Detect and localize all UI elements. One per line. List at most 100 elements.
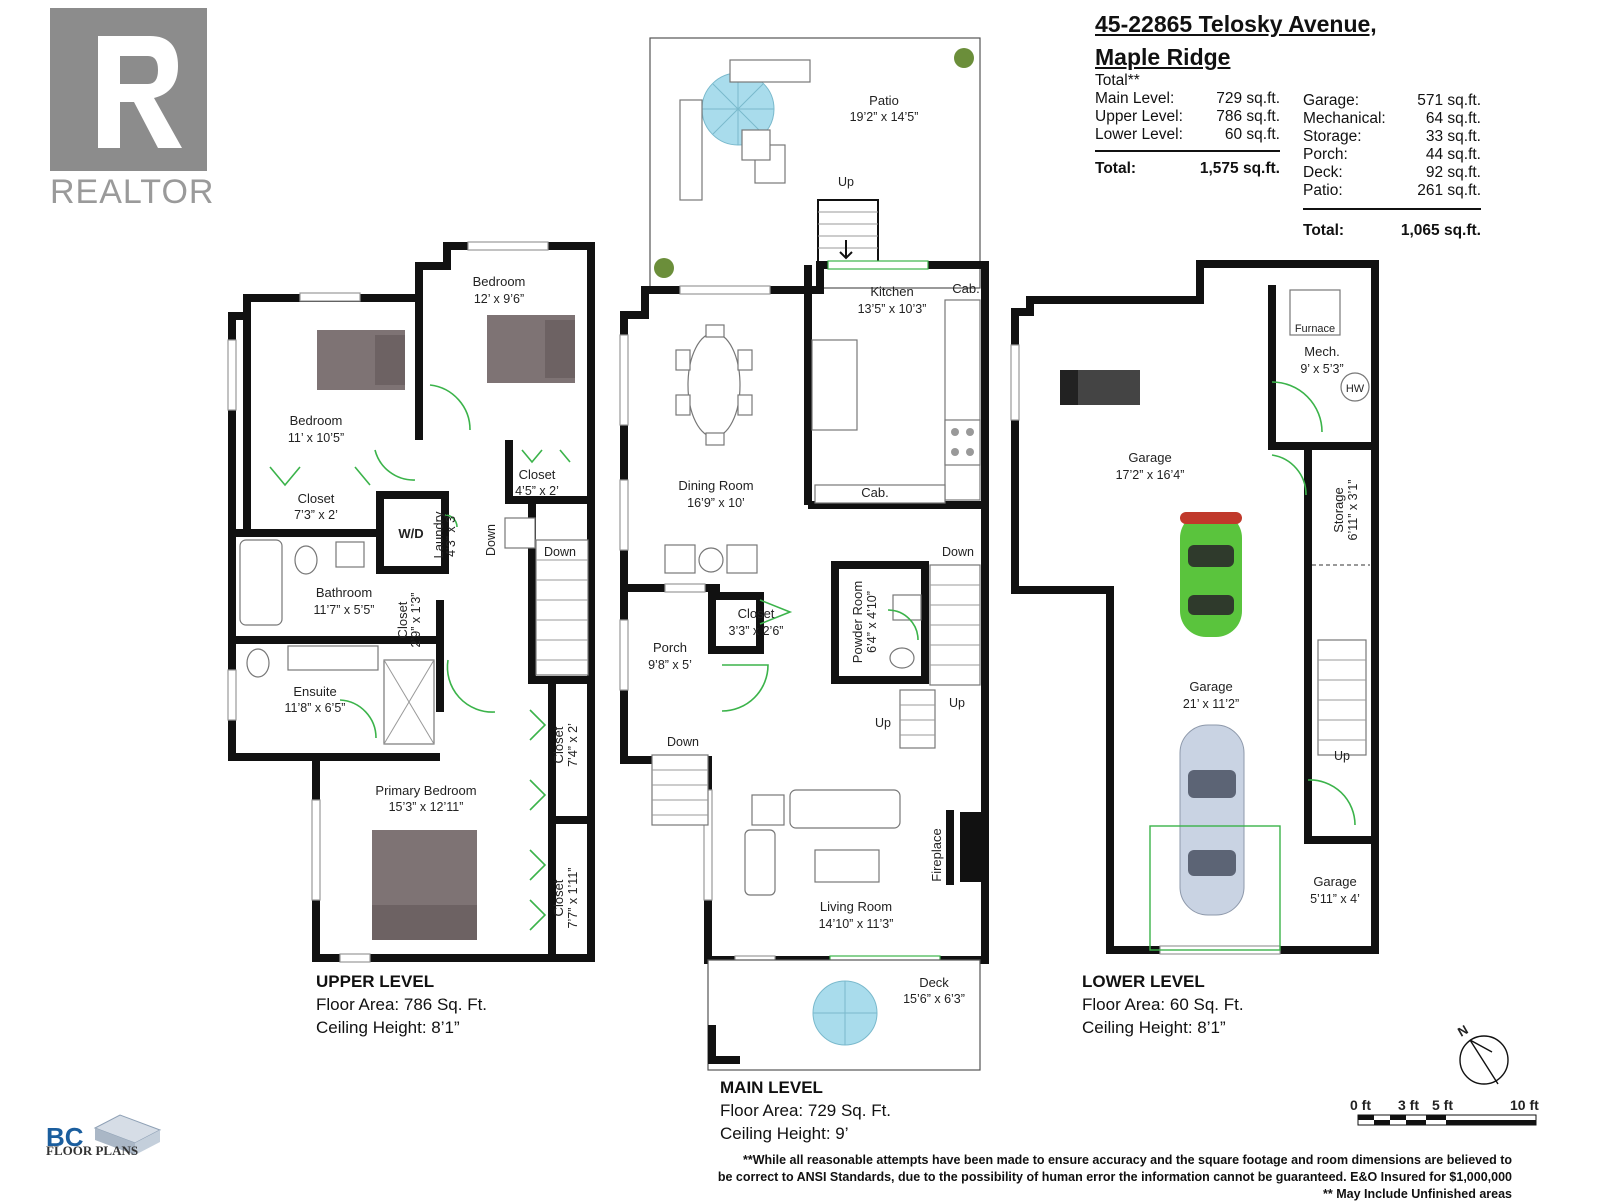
stair-label: Up xyxy=(1334,749,1350,763)
round-table-icon xyxy=(698,547,724,573)
room-label: Bathroom xyxy=(316,585,372,600)
silver-car-icon xyxy=(1179,724,1245,916)
room-dim: 17’2” x 16’4” xyxy=(1116,468,1185,482)
room-label: Garage xyxy=(1128,450,1171,465)
totals-row: Upper Level:786 sq.ft. xyxy=(1095,108,1280,125)
address-line-2: Maple Ridge xyxy=(1095,44,1231,70)
room-dim: 11’8” x 6’5” xyxy=(285,701,346,715)
room-label: Patio xyxy=(869,93,899,108)
room-dim: 14’10” x 11’3” xyxy=(819,917,894,931)
stair-label: Down xyxy=(484,524,498,556)
stair-label: Down xyxy=(667,735,699,749)
totals-row: Porch:44 sq.ft. xyxy=(1303,146,1481,163)
room-dim: 3’3” x 2’6” xyxy=(729,624,784,638)
totals-total-row: Total:1,575 sq.ft. xyxy=(1095,150,1280,178)
door-swing xyxy=(446,659,496,713)
room-label: Deck xyxy=(919,975,949,990)
door-swing xyxy=(887,609,919,641)
room-dim: 7’3” x 2’ xyxy=(294,508,338,522)
room-dim: 21’ x 11’2” xyxy=(1183,697,1239,711)
lower-cabinet-icon xyxy=(814,484,946,504)
door-swing xyxy=(721,664,769,712)
bc-logo-subtext: FLOOR PLANS xyxy=(46,1143,139,1158)
door-swing xyxy=(269,466,371,487)
room-label: Fireplace xyxy=(929,828,944,881)
room-dim: 2’9” x 1’3” xyxy=(409,593,423,648)
totals-row: Deck:92 sq.ft. xyxy=(1303,164,1481,181)
door-swing xyxy=(759,599,793,625)
room-label: Ensuite xyxy=(293,684,336,699)
plant-icon xyxy=(654,258,674,278)
door-swing xyxy=(444,514,458,528)
door-swing xyxy=(1271,454,1307,496)
totals-left-table: Total** Main Level:729 sq.ft. Upper Leve… xyxy=(1095,72,1280,178)
garage-parking-zone xyxy=(1149,825,1281,951)
window xyxy=(679,285,771,295)
window xyxy=(227,339,237,411)
kitchen-island-icon xyxy=(811,339,858,431)
fireplace-icon xyxy=(960,812,982,882)
window xyxy=(664,583,706,593)
furnace-icon xyxy=(1289,289,1341,336)
window xyxy=(299,292,361,302)
room-label: Living Room xyxy=(820,899,892,914)
dining-table-icon xyxy=(687,332,741,438)
porch-staircase xyxy=(651,754,709,826)
room-dim: 6’4” x 4’10” xyxy=(865,591,879,653)
room-label: Primary Bedroom xyxy=(375,783,476,798)
room-label: Powder Room xyxy=(850,581,865,663)
room-dim: 13’5” x 10’3” xyxy=(858,302,927,316)
room-dim: 19’2” x 14’5” xyxy=(850,110,919,124)
pillow-icon xyxy=(372,905,477,940)
totals-row: Mechanical:64 sq.ft. xyxy=(1303,110,1481,127)
lower-level-caption: LOWER LEVEL Floor Area: 60 Sq. Ft. Ceili… xyxy=(1082,972,1244,1037)
lower-inner-wall xyxy=(1304,446,1375,844)
vanity-icon xyxy=(287,645,379,671)
room-label: Closet xyxy=(551,726,566,763)
window xyxy=(339,953,371,963)
armchair-icon xyxy=(726,544,758,574)
totals-row: Main Level:729 sq.ft. xyxy=(1095,90,1280,107)
room-label: Closet xyxy=(395,601,410,638)
patio-sofa-icon xyxy=(679,99,703,201)
upper-inner-wall xyxy=(505,440,591,504)
main-level-caption: MAIN LEVEL Floor Area: 729 Sq. Ft. Ceili… xyxy=(720,1078,892,1143)
pillow-icon xyxy=(375,335,405,385)
totals-row: Storage:33 sq.ft. xyxy=(1303,128,1481,145)
room-label: Porch xyxy=(653,640,687,655)
realtor-wordmark: REALTOR xyxy=(50,173,215,211)
totals-heading: Total** xyxy=(1095,72,1140,89)
bc-floor-plans-logo-icon xyxy=(93,1114,162,1155)
room-dim: 11’ x 10’5” xyxy=(288,431,344,445)
main-inner-wall xyxy=(831,561,929,684)
scale-label: 0 ft xyxy=(1350,1097,1371,1113)
window xyxy=(467,241,549,251)
room-label: Closet xyxy=(551,879,566,916)
room-label: Cab. xyxy=(952,281,979,296)
totals-row: Lower Level:60 sq.ft. xyxy=(1095,126,1280,143)
room-label: Cab. xyxy=(861,485,888,500)
stair-label: Up xyxy=(949,696,965,710)
realtor-logo xyxy=(50,8,207,171)
toilet-icon xyxy=(889,647,915,669)
north-compass-icon: N xyxy=(1455,1022,1509,1085)
stair-labels: Up Down Down Down Up Up Down Up xyxy=(484,175,1350,763)
room-label: Dining Room xyxy=(678,478,753,493)
pillow-icon xyxy=(545,320,575,378)
stair-label: Up xyxy=(875,716,891,730)
room-label: HW xyxy=(1346,383,1365,395)
door-swing xyxy=(1271,381,1323,433)
upper-inner-wall xyxy=(376,491,449,574)
room-label: Bedroom xyxy=(290,413,343,428)
patio-sofa-icon xyxy=(729,59,811,83)
room-label: Furnace xyxy=(1295,323,1335,335)
room-label: Closet xyxy=(519,467,556,482)
room-label: W/D xyxy=(398,526,423,541)
toilet-icon xyxy=(294,545,318,575)
window xyxy=(619,479,629,551)
room-dim: 15’6” x 6’3” xyxy=(903,992,965,1006)
totals-total-row: Total:1,065 sq.ft. xyxy=(1303,208,1481,240)
totals-right-table: Garage:571 sq.ft. Mechanical:64 sq.ft. S… xyxy=(1303,92,1481,240)
window xyxy=(227,669,237,721)
